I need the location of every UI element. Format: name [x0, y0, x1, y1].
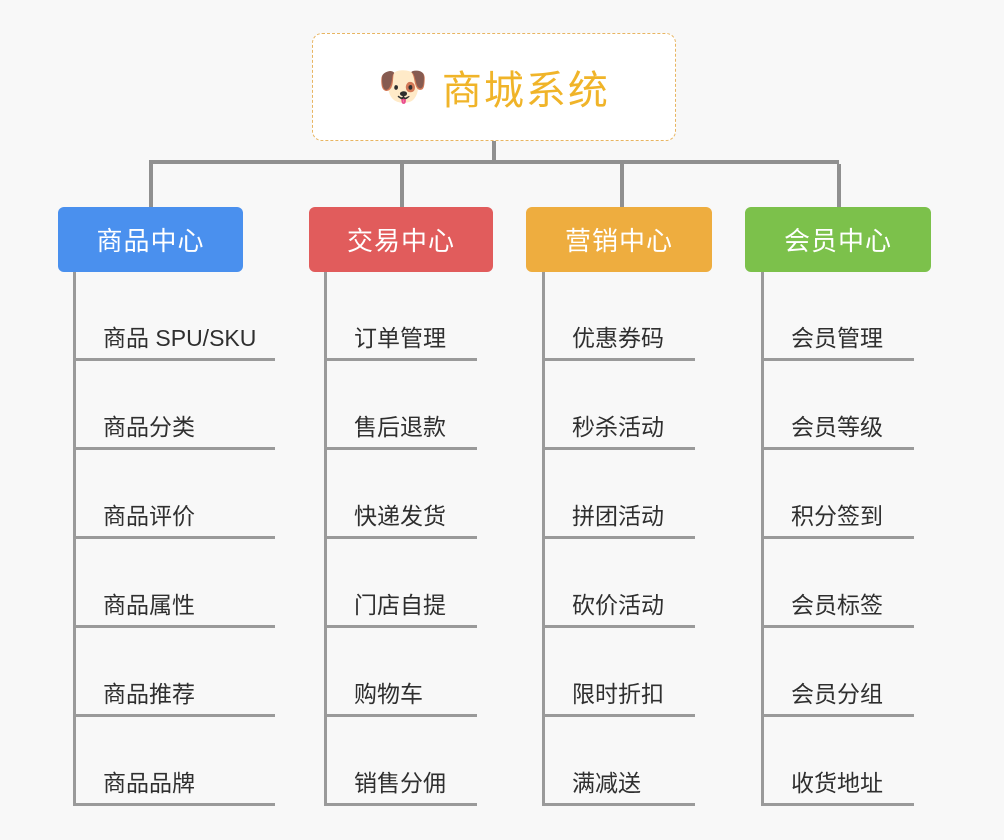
leaf-item[interactable]: 购物车	[324, 628, 477, 717]
leaf-item-underline	[761, 536, 914, 539]
leaf-list-marketing-center: 优惠券码秒杀活动拼团活动砍价活动限时折扣满减送	[542, 272, 695, 806]
leaf-item-label: 砍价活动	[572, 592, 664, 618]
leaf-item-underline	[761, 447, 914, 450]
branch-header-label: 商品中心	[96, 226, 205, 256]
leaf-item[interactable]: 拼团活动	[542, 450, 695, 539]
branch-header-product-center[interactable]: 商品中心	[58, 207, 243, 272]
leaf-item-label: 商品推荐	[103, 681, 195, 707]
branch-header-label: 会员中心	[783, 226, 892, 256]
leaf-item-label: 优惠券码	[572, 325, 664, 351]
branch-spine-marketing-center	[542, 272, 545, 806]
leaf-item[interactable]: 门店自提	[324, 539, 477, 628]
leaf-item[interactable]: 砍价活动	[542, 539, 695, 628]
leaf-item-label: 秒杀活动	[572, 414, 664, 440]
branch-drop-connector-member-center	[837, 164, 841, 207]
leaf-item[interactable]: 满减送	[542, 717, 695, 806]
leaf-item-underline	[324, 803, 477, 806]
leaf-item-underline	[73, 803, 275, 806]
leaf-item-label: 商品分类	[103, 414, 195, 440]
dog-face-icon: 🐶	[378, 65, 428, 109]
leaf-item-underline	[542, 447, 695, 450]
leaf-item-label: 快递发货	[354, 503, 446, 529]
branch-spine-member-center	[761, 272, 764, 806]
leaf-item[interactable]: 快递发货	[324, 450, 477, 539]
leaf-item[interactable]: 秒杀活动	[542, 361, 695, 450]
leaf-item-underline	[73, 358, 275, 361]
leaf-item-label: 拼团活动	[572, 503, 664, 529]
leaf-item-underline	[324, 714, 477, 717]
leaf-item[interactable]: 商品属性	[73, 539, 275, 628]
leaf-item-underline	[542, 714, 695, 717]
leaf-item[interactable]: 商品评价	[73, 450, 275, 539]
leaf-list-member-center: 会员管理会员等级积分签到会员标签会员分组收货地址	[761, 272, 914, 806]
leaf-item-label: 销售分佣	[354, 770, 446, 796]
leaf-item-underline	[761, 625, 914, 628]
leaf-item-underline	[542, 625, 695, 628]
branch-header-trade-center[interactable]: 交易中心	[309, 207, 493, 272]
leaf-item-underline	[542, 536, 695, 539]
branch-drop-connector-trade-center	[400, 164, 404, 207]
root-node[interactable]: 🐶 商城系统	[312, 33, 676, 141]
leaf-item-underline	[324, 625, 477, 628]
leaf-item-label: 会员分组	[791, 681, 883, 707]
leaf-item-label: 门店自提	[354, 592, 446, 618]
branch-header-label: 营销中心	[564, 226, 673, 256]
leaf-list-product-center: 商品 SPU/SKU 商品分类商品评价商品属性商品推荐商品品牌	[73, 272, 275, 806]
leaf-item-underline	[761, 358, 914, 361]
leaf-item-underline	[542, 803, 695, 806]
leaf-item-underline	[324, 536, 477, 539]
leaf-item[interactable]: 商品分类	[73, 361, 275, 450]
leaf-item-label: 购物车	[354, 681, 423, 707]
leaf-item-underline	[542, 358, 695, 361]
root-title: 商城系统	[441, 69, 610, 113]
leaf-item-underline	[73, 714, 275, 717]
leaf-list-trade-center: 订单管理售后退款快递发货门店自提购物车销售分佣	[324, 272, 477, 806]
leaf-item[interactable]: 会员标签	[761, 539, 914, 628]
leaf-item[interactable]: 会员管理	[761, 272, 914, 361]
leaf-item-underline	[73, 447, 275, 450]
leaf-item[interactable]: 限时折扣	[542, 628, 695, 717]
leaf-item-label: 限时折扣	[572, 681, 664, 707]
leaf-item-label: 会员管理	[791, 325, 883, 351]
leaf-item[interactable]: 会员等级	[761, 361, 914, 450]
branch-header-label: 交易中心	[346, 226, 455, 256]
leaf-item[interactable]: 商品推荐	[73, 628, 275, 717]
branch-drop-connector-product-center	[149, 164, 153, 207]
leaf-item[interactable]: 商品 SPU/SKU	[73, 272, 275, 361]
leaf-item-underline	[761, 803, 914, 806]
branch-drop-connector-marketing-center	[620, 164, 624, 207]
leaf-item-label: 会员等级	[791, 414, 883, 440]
leaf-item[interactable]: 优惠券码	[542, 272, 695, 361]
branch-header-member-center[interactable]: 会员中心	[745, 207, 931, 272]
branch-spine-trade-center	[324, 272, 327, 806]
leaf-item-underline	[761, 714, 914, 717]
leaf-item[interactable]: 订单管理	[324, 272, 477, 361]
leaf-item[interactable]: 商品品牌	[73, 717, 275, 806]
leaf-item-label: 会员标签	[791, 592, 883, 618]
leaf-item-label: 积分签到	[791, 503, 883, 529]
leaf-item-label: 商品评价	[103, 503, 195, 529]
leaf-item-label: 商品 SPU/SKU	[103, 325, 257, 351]
leaf-item-label: 商品品牌	[103, 770, 195, 796]
leaf-item-label: 订单管理	[354, 325, 446, 351]
leaf-item-label: 收货地址	[791, 770, 883, 796]
horizontal-bus-connector	[149, 160, 839, 164]
leaf-item[interactable]: 售后退款	[324, 361, 477, 450]
branch-spine-product-center	[73, 272, 76, 806]
leaf-item-label: 商品属性	[103, 592, 195, 618]
leaf-item-label: 满减送	[572, 770, 641, 796]
leaf-item-label: 售后退款	[354, 414, 446, 440]
leaf-item[interactable]: 会员分组	[761, 628, 914, 717]
root-stem-connector	[492, 141, 496, 164]
leaf-item[interactable]: 收货地址	[761, 717, 914, 806]
leaf-item-underline	[324, 447, 477, 450]
leaf-item[interactable]: 积分签到	[761, 450, 914, 539]
leaf-item-underline	[73, 536, 275, 539]
branch-header-marketing-center[interactable]: 营销中心	[526, 207, 712, 272]
leaf-item[interactable]: 销售分佣	[324, 717, 477, 806]
leaf-item-underline	[73, 625, 275, 628]
leaf-item-underline	[324, 358, 477, 361]
